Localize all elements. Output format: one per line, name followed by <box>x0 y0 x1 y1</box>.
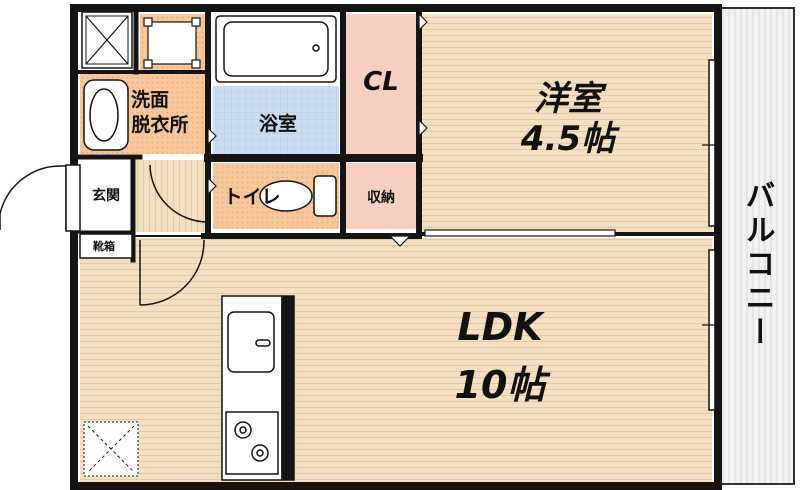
western-room-name: 洋室 <box>534 79 607 119</box>
toilet-fixture <box>259 175 337 217</box>
entrance-label: 玄関 <box>92 187 120 204</box>
sliding-door[interactable] <box>424 229 616 237</box>
balcony-floor <box>719 7 795 485</box>
hall-floor <box>136 160 208 232</box>
toilet-label: トイレ <box>223 186 280 208</box>
western-room-floor <box>422 14 712 232</box>
closet-door-marks <box>207 12 428 247</box>
refrigerator-space <box>83 421 139 477</box>
washing-machine-space <box>81 11 133 69</box>
bathtub <box>215 15 337 83</box>
shoe-box <box>79 233 133 259</box>
utility-fixture <box>143 17 201 69</box>
kitchen-counter <box>221 295 295 481</box>
ldk-name: LDK <box>457 305 545 349</box>
entrance-door[interactable] <box>65 164 81 232</box>
ldk-floor <box>80 238 712 484</box>
shoe-box-label-on-box: 靴箱 <box>93 239 115 253</box>
entrance-floor <box>80 160 130 232</box>
closet-floor <box>346 14 416 154</box>
ldk-size: 10帖 <box>455 363 552 407</box>
closet-label: CL <box>363 67 399 97</box>
outer-wall <box>70 4 722 490</box>
balcony-windows <box>702 59 722 411</box>
storage-label: 収納 <box>367 189 395 206</box>
balcony-label: バルコニー <box>740 180 775 350</box>
washbasin <box>83 79 129 151</box>
bath-label: 浴室 <box>259 112 297 135</box>
western-room-size: 4.5帖 <box>520 119 620 159</box>
bath-floor <box>213 86 339 154</box>
washroom-label-line2: 脱衣所 <box>131 113 188 136</box>
washroom-label-line1: 洗面 <box>131 88 169 111</box>
storage-floor <box>346 163 416 229</box>
